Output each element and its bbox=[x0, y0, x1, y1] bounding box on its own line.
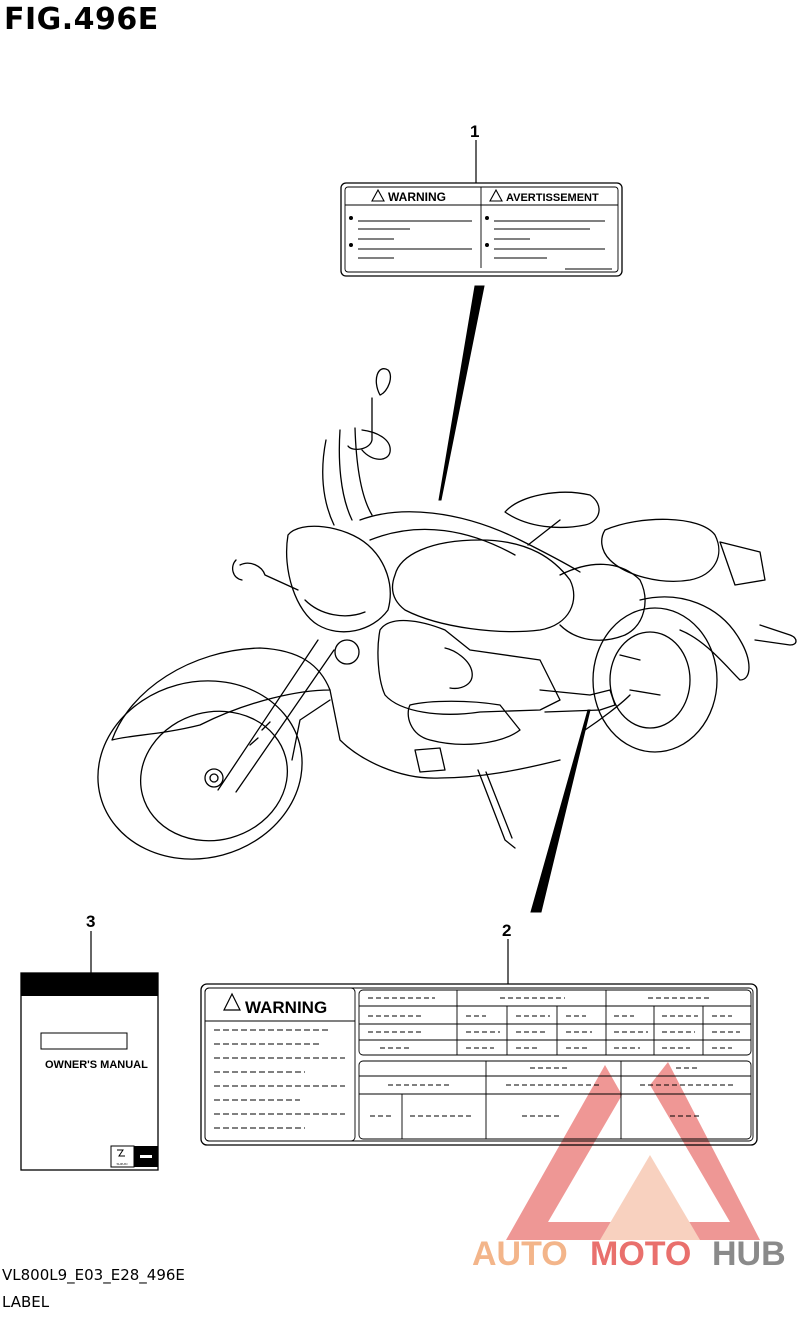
watermark-text: AUTO MOTO HUB bbox=[472, 1235, 786, 1273]
svg-text:HUB: HUB bbox=[712, 1235, 786, 1273]
suzuki-logo-icon bbox=[117, 1149, 125, 1157]
svg-text:MOTO: MOTO bbox=[590, 1235, 691, 1273]
figure-caption: LABEL bbox=[2, 1293, 50, 1311]
label1-warning-text: WARNING bbox=[388, 190, 446, 204]
callout-2: 2 bbox=[502, 921, 512, 940]
motorcycle-drawing bbox=[97, 368, 797, 860]
manual-title: OWNER'S MANUAL bbox=[45, 1059, 148, 1071]
manual-brand: SUZUKI bbox=[116, 1162, 127, 1166]
label2-warning-text: WARNING bbox=[245, 998, 327, 1017]
figure-code: VL800L9_E03_E28_496E bbox=[2, 1266, 185, 1284]
leader-lines bbox=[90, 140, 591, 984]
callout-3: 3 bbox=[86, 912, 96, 931]
watermark-logo-icon bbox=[506, 1062, 760, 1240]
label1-avertissement-text: AVERTISSEMENT bbox=[506, 192, 599, 204]
owners-manual bbox=[20, 972, 159, 1171]
svg-text:AUTO: AUTO bbox=[472, 1235, 568, 1273]
callout-1: 1 bbox=[470, 122, 480, 141]
figure-title: FIG.496E bbox=[4, 2, 159, 37]
warning-label-2 bbox=[200, 983, 758, 1146]
warning-label-1 bbox=[340, 182, 623, 277]
